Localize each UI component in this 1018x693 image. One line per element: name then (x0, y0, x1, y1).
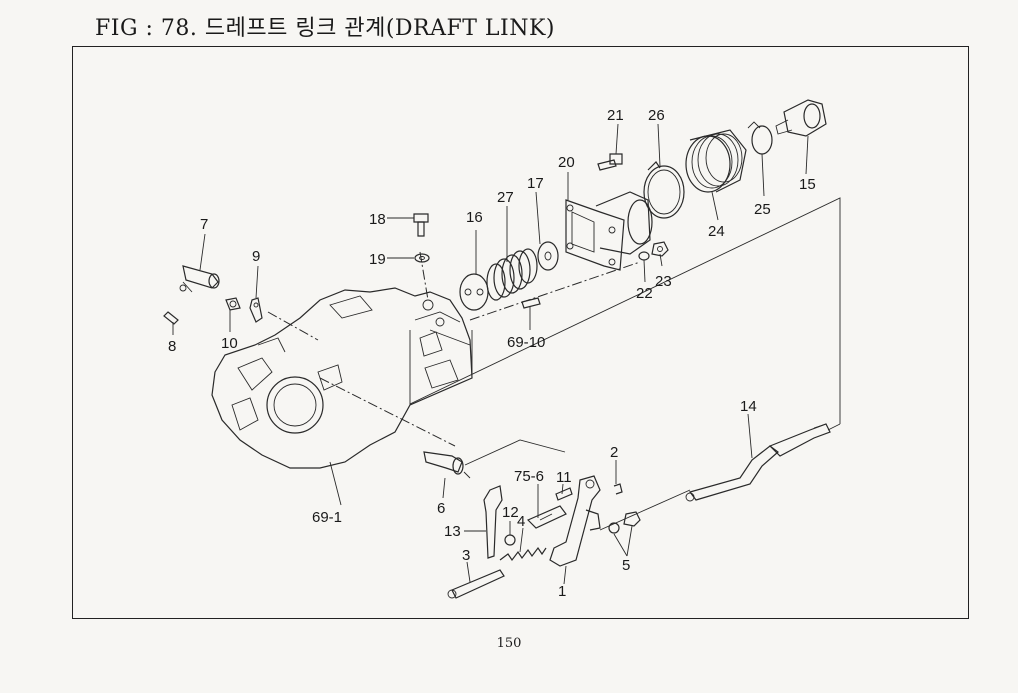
callout-8: 8 (168, 338, 176, 355)
callout-5: 5 (622, 557, 630, 574)
cover-plate-part-16 (459, 273, 489, 311)
housing-part-20 (565, 191, 653, 271)
callout-9: 9 (252, 248, 260, 265)
callout-6: 6 (437, 500, 445, 517)
bolt-part-18 (413, 213, 429, 237)
assembly-outline-lines (409, 197, 841, 531)
page-number: 150 (496, 636, 522, 651)
callout-69-1: 69-1 (312, 509, 342, 526)
callout-27: 27 (497, 189, 514, 206)
callout-22: 22 (636, 285, 653, 302)
assembly-center-lines (267, 251, 641, 447)
callout-26: 26 (648, 107, 665, 124)
bracket-part-75-6 (526, 505, 567, 529)
spring-part-4 (499, 546, 547, 562)
pin-part-69-10 (521, 297, 541, 309)
callout-15: 15 (799, 176, 816, 193)
clip-part-2 (613, 483, 623, 495)
callout-17: 17 (527, 175, 544, 192)
washer-part-22 (638, 251, 650, 261)
clip-part-9 (249, 297, 263, 323)
bolt-part-21 (597, 153, 623, 171)
sensor-part-15 (775, 99, 827, 137)
callout-11: 11 (556, 469, 572, 486)
callout-13: 13 (444, 523, 461, 540)
rod-part-3 (447, 569, 505, 599)
callout-18: 18 (369, 211, 386, 228)
spring-part-27 (486, 248, 538, 301)
nuts-part-5 (608, 511, 641, 534)
bolt-part-11 (555, 487, 573, 501)
callout-23: 23 (655, 273, 672, 290)
shaft-part-6 (423, 451, 471, 479)
leader-lines (172, 123, 809, 585)
callout-69-10: 69-10 (507, 334, 545, 351)
callout-10: 10 (221, 335, 238, 352)
callout-4: 4 (517, 513, 525, 530)
nut-part-23 (651, 241, 669, 257)
callout-2: 2 (610, 444, 618, 461)
clamp-part-25 (747, 121, 773, 155)
bolt-part-10 (225, 297, 241, 311)
callout-19: 19 (369, 251, 386, 268)
rod-part-14 (685, 423, 831, 502)
callout-14: 14 (740, 398, 757, 415)
callout-7: 7 (200, 216, 208, 233)
callout-20: 20 (558, 154, 575, 171)
callout-24: 24 (708, 223, 725, 240)
callout-12: 12 (502, 504, 519, 521)
nut-part-12 (504, 534, 516, 546)
pin-part-8 (163, 311, 179, 325)
washer-part-19 (414, 253, 430, 263)
boot-part-24 (685, 129, 747, 193)
lift-arm-part-7 (179, 265, 220, 293)
callout-21: 21 (607, 107, 624, 124)
lever-part-13 (483, 485, 503, 559)
callout-3: 3 (462, 547, 470, 564)
transmission-case (211, 287, 473, 469)
washer-part-17 (537, 241, 559, 271)
callout-25: 25 (754, 201, 771, 218)
clamp-part-26 (643, 161, 685, 219)
callout-16: 16 (466, 209, 483, 226)
arm-part-1 (549, 475, 601, 567)
figure-frame (72, 46, 969, 619)
callout-labels: 1 2 3 4 5 6 7 8 9 10 11 12 13 14 15 16 1… (168, 107, 816, 600)
callout-1: 1 (558, 583, 566, 600)
figure-title: FIG : 78. 드레프트 링크 관계(DRAFT LINK) (95, 16, 555, 41)
callout-75-6: 75-6 (514, 468, 544, 485)
